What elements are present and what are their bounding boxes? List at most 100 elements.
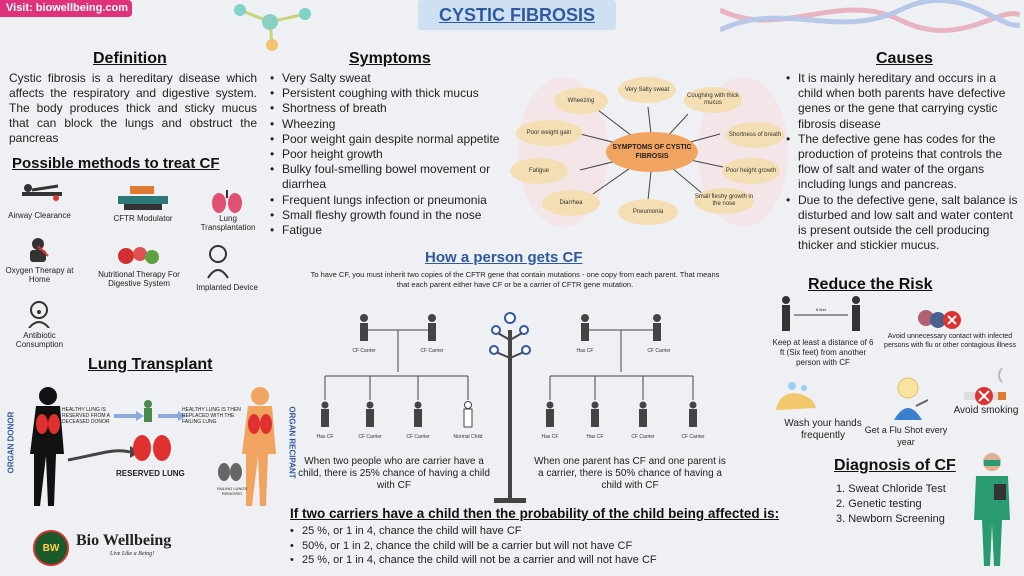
left-family-caption: When two people who are carrier have a c… bbox=[298, 456, 490, 491]
parent-label: CF Carrier bbox=[352, 348, 376, 354]
gene-tree-icon bbox=[488, 310, 532, 505]
child-label: Has CF bbox=[541, 434, 559, 440]
symptoms-diagram: Very Salty sweat Coughing with thick muc… bbox=[508, 72, 798, 232]
visit-badge[interactable]: Visit: biowellbeing.com bbox=[0, 0, 132, 17]
cftr-modulator-icon bbox=[118, 186, 168, 212]
organ-recipient-label: ORGAN RECIPANT bbox=[287, 406, 297, 479]
causes-heading: Causes bbox=[876, 50, 933, 67]
symptom-oval: Very Salty sweat bbox=[618, 77, 676, 103]
symptom-item: Very Salty sweat bbox=[270, 71, 514, 86]
airway-clearance-icon bbox=[18, 178, 66, 206]
oxygen-therapy-icon bbox=[24, 236, 52, 262]
treatment-item: CFTR Modulator bbox=[113, 214, 173, 223]
symptom-item: Frequent lungs infection or pneumonia bbox=[270, 193, 514, 208]
page-title: CYSTIC FIBROSIS bbox=[418, 0, 616, 30]
definition-heading: Definition bbox=[93, 50, 167, 67]
diagnosis-heading: Diagnosis of CF bbox=[834, 457, 956, 474]
child-label: Has CF bbox=[316, 434, 334, 440]
organ-donor-label: ORGAN DONOR bbox=[6, 411, 16, 474]
symptom-oval: Small fleshy growth in the nose bbox=[694, 188, 754, 214]
diagnosis-list: 1. Sweat Chloride Test 2. Genetic testin… bbox=[836, 482, 966, 527]
antibiotic-icon bbox=[26, 300, 52, 329]
diagnosis-item: 2. Genetic testing bbox=[836, 498, 922, 510]
symptom-oval: Fatigue bbox=[510, 158, 568, 184]
symptom-item: Wheezing bbox=[270, 117, 514, 132]
lung-note: HEALTHY LUNG IS THEN REPLACED WITH THE F… bbox=[182, 407, 241, 425]
treatment-item: Lung Transplantation bbox=[200, 214, 256, 232]
distance-label: 6 feet bbox=[808, 307, 834, 312]
doctor-icon bbox=[970, 450, 1014, 568]
failing-lungs-label: FAILING LUNGS REMOVED bbox=[216, 486, 248, 496]
distance-icon bbox=[776, 295, 866, 335]
child-label: Has CF bbox=[586, 434, 604, 440]
symptom-item: Bulky foul-smelling bowel movement or di… bbox=[270, 162, 514, 192]
handwash-icon bbox=[770, 380, 820, 416]
nutrition-icon bbox=[116, 244, 162, 266]
lung-transplant-heading: Lung Transplant bbox=[88, 356, 213, 373]
molecule-decoration bbox=[210, 0, 320, 55]
treatment-item: Oxygen Therapy at Home bbox=[5, 266, 74, 284]
probability-item: 50%, or 1 in 2, chance the child will be… bbox=[290, 539, 770, 554]
symptoms-center: SYMPTOMS OF CYSTIC FIBROSIS bbox=[606, 132, 698, 172]
symptom-item: Poor height growth bbox=[270, 147, 514, 162]
cause-item: It is mainly hereditary and occurs in a … bbox=[786, 71, 1018, 132]
avoid-contact-icon bbox=[914, 306, 964, 332]
brand-name: Bio Wellbeing bbox=[76, 532, 172, 549]
risk-item: Avoid smoking bbox=[953, 405, 1019, 416]
inherit-intro: To have CF, you must inherit two copies … bbox=[310, 270, 720, 289]
parent-label: Has CF bbox=[576, 348, 594, 354]
symptom-oval: Poor height growth bbox=[722, 158, 780, 184]
risk-item: Get a Flu Shot every year bbox=[864, 425, 948, 447]
no-smoking-icon bbox=[962, 366, 1012, 406]
child-label: CF Carrier bbox=[406, 434, 430, 440]
treatment-item: Nutritional Therapy For Digestive System bbox=[98, 270, 180, 288]
risk-item: Wash your hands frequently bbox=[784, 418, 862, 441]
symptom-item: Persistent coughing with thick mucus bbox=[270, 86, 514, 101]
symptom-oval: Pneumonia bbox=[618, 199, 678, 225]
symptom-oval: Shortness of breath bbox=[726, 122, 784, 148]
inherit-heading: How a person gets CF bbox=[425, 249, 583, 266]
parent-label: CF Carrier bbox=[420, 348, 444, 354]
treatment-item: Antibiotic Consumption bbox=[15, 331, 64, 349]
risk-item: Avoid unnecessary contact with infected … bbox=[884, 333, 1016, 349]
probability-item: 25 %, or 1 in 4, chance the child will n… bbox=[290, 553, 770, 568]
risk-heading: Reduce the Risk bbox=[808, 276, 933, 293]
left-family-tree: CF Carrier CF Carrier Has CF CF Carrier … bbox=[310, 310, 485, 450]
child-label: Normal Child bbox=[453, 434, 483, 440]
right-family-caption: When one parent has CF and one parent is… bbox=[534, 456, 726, 491]
risk-item: Keep at least a distance of 6 ft (Six fe… bbox=[772, 338, 874, 367]
symptom-item: Fatigue bbox=[270, 223, 514, 238]
symptom-item: Small fleshy growth found in the nose bbox=[270, 208, 514, 223]
diagnosis-item: 1. Sweat Chloride Test bbox=[836, 483, 946, 495]
symptoms-list: Very Salty sweat Persistent coughing wit… bbox=[270, 71, 514, 238]
child-label: CF Carrier bbox=[631, 434, 655, 440]
cause-item: The defective gene has codes for the pro… bbox=[786, 132, 1018, 193]
symptom-oval: Diarrhea bbox=[542, 190, 600, 216]
symptom-oval: Wheezing bbox=[554, 88, 608, 114]
brand-logo: BW bbox=[33, 530, 69, 566]
lung-transplant-diagram bbox=[20, 384, 280, 510]
symptom-oval: Poor weight gain bbox=[516, 120, 582, 146]
brand-tagline: Live Like a Being! bbox=[110, 551, 155, 557]
implanted-device-icon bbox=[204, 244, 234, 280]
causes-list: It is mainly hereditary and occurs in a … bbox=[786, 71, 1018, 253]
dna-decoration bbox=[718, 0, 1022, 40]
flu-shot-icon bbox=[888, 374, 929, 422]
symptom-item: Poor weight gain despite normal appetite bbox=[270, 132, 514, 147]
right-family-tree: Has CF CF Carrier Has CF Has CF CF Carri… bbox=[535, 310, 710, 450]
lung-transplantation-icon bbox=[210, 188, 244, 214]
symptoms-heading: Symptoms bbox=[349, 50, 431, 67]
symptom-oval: Coughing with thick mucus bbox=[684, 87, 742, 113]
parent-label: CF Carrier bbox=[647, 348, 671, 354]
probability-item: 25 %, or 1 in 4, chance the child will h… bbox=[290, 524, 770, 539]
treatment-item: Implanted Device bbox=[196, 283, 258, 292]
lung-note: HEALTHY LUNG IS RESERVED FROM A DECEASED… bbox=[62, 407, 110, 425]
probability-list: 25 %, or 1 in 4, chance the child will h… bbox=[290, 524, 770, 568]
probability-heading: If two carriers have a child then the pr… bbox=[290, 506, 780, 521]
treatment-heading: Possible methods to treat CF bbox=[12, 155, 220, 172]
treatment-item: Airway Clearance bbox=[8, 211, 71, 220]
diagnosis-item: 3. Newborn Screening bbox=[836, 513, 945, 525]
reserved-lung-label: RESERVED LUNG bbox=[116, 469, 185, 478]
cause-item: Due to the defective gene, salt balance … bbox=[786, 193, 1018, 254]
child-label: CF Carrier bbox=[358, 434, 382, 440]
